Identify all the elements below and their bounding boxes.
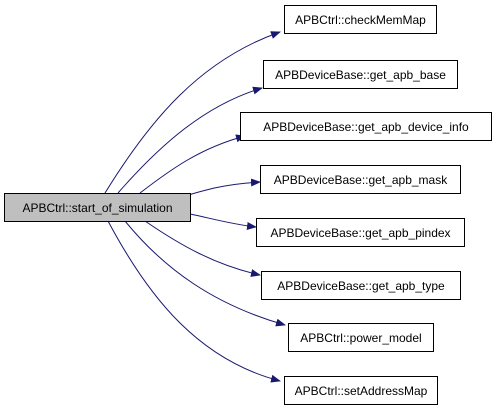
node-get-apb-mask[interactable]: APBDeviceBase::get_apb_mask xyxy=(260,165,461,194)
node-label: APBDeviceBase::get_apb_device_info xyxy=(263,119,469,134)
edge-to-get-apb-device-info xyxy=(139,134,246,194)
node-label: APBDeviceBase::get_apb_base xyxy=(275,67,446,82)
edge-to-get-apb-mask xyxy=(184,178,261,197)
edge-to-get-apb-base xyxy=(117,86,263,194)
node-start-of-simulation[interactable]: APBCtrl::start_of_simulation xyxy=(4,193,191,222)
node-get-apb-type[interactable]: APBDeviceBase::get_apb_type xyxy=(261,271,461,300)
node-label: APBCtrl::setAddressMap xyxy=(294,383,428,398)
node-label: APBDeviceBase::get_apb_mask xyxy=(273,172,448,187)
node-label: APBDeviceBase::get_apb_type xyxy=(277,278,445,293)
node-get-apb-device-info[interactable]: APBDeviceBase::get_apb_device_info xyxy=(240,112,492,141)
edge-to-checkmemmap xyxy=(104,31,281,194)
edge-to-power-model xyxy=(124,220,286,327)
node-checkmemmap[interactable]: APBCtrl::checkMemMap xyxy=(284,5,437,34)
edge-to-setaddressmap xyxy=(107,220,281,383)
node-label: APBCtrl::checkMemMap xyxy=(295,12,426,27)
node-label: APBCtrl::power_model xyxy=(300,330,422,345)
node-setaddressmap[interactable]: APBCtrl::setAddressMap xyxy=(284,376,438,405)
node-get-apb-pindex[interactable]: APBDeviceBase::get_apb_pindex xyxy=(256,218,465,247)
node-label: APBDeviceBase::get_apb_pindex xyxy=(270,225,451,240)
edge-to-get-apb-pindex xyxy=(189,213,257,230)
node-power-model[interactable]: APBCtrl::power_model xyxy=(288,323,434,352)
node-get-apb-base[interactable]: APBDeviceBase::get_apb_base xyxy=(263,60,458,89)
node-label: APBCtrl::start_of_simulation xyxy=(22,200,173,215)
edge-to-get-apb-type xyxy=(144,220,261,277)
